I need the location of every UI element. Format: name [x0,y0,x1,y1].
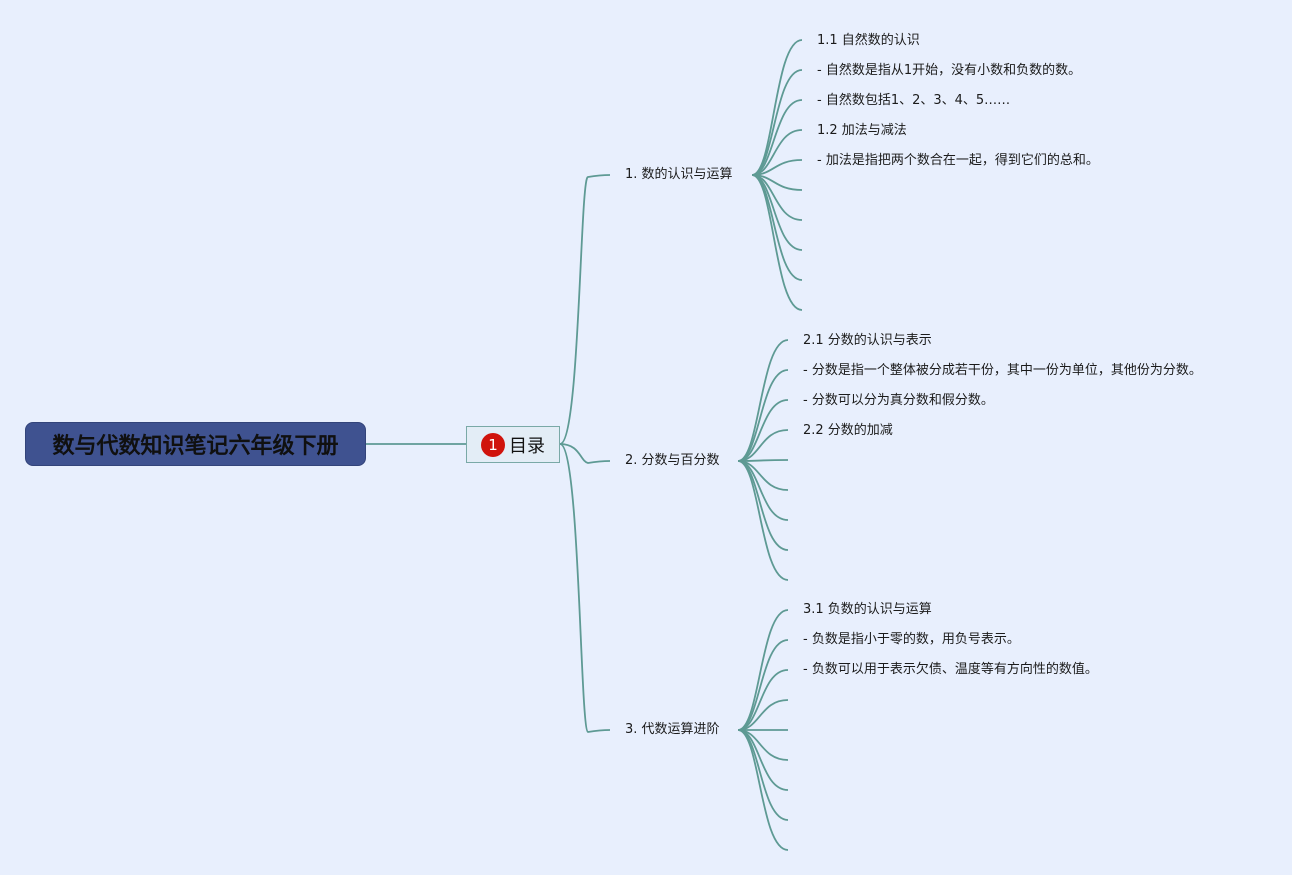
branch-2-leaf-line [737,399,789,462]
branch-3-label[interactable]: 3. 代数运算进阶 [625,722,720,737]
branch-1-leaf-line [751,69,803,176]
branch-1-leaf-line [751,99,803,176]
leaf-1-4[interactable]: 1.2 加法与减法 [817,123,907,138]
toc-to-branch-3-line [559,443,611,733]
branch-2-leaf-line [737,460,789,581]
branch-3-leaf-line [737,639,789,731]
leaf-2-1[interactable]: 2.1 分数的认识与表示 [803,333,932,348]
branch-3-leaf-line [737,669,789,731]
branch-1-label[interactable]: 1. 数的认识与运算 [625,167,733,182]
leaf-1-5[interactable]: - 加法是指把两个数合在一起，得到它们的总和。 [817,153,1099,168]
toc-to-branch-1-line [559,174,611,445]
branch-3-leaf-line [737,729,789,851]
branch-1-leaf-line [751,174,803,281]
leaf-3-1[interactable]: 3.1 负数的认识与运算 [803,602,932,617]
branch-3-leaf-line [737,609,789,731]
root-topic[interactable]: 数与代数知识笔记六年级下册 [25,422,366,466]
leaf-2-4[interactable]: 2.2 分数的加减 [803,423,893,438]
toc-node[interactable]: 1 目录 [466,426,560,463]
toc-to-branch-2-line [559,443,611,464]
branch-2-leaf-line [737,460,789,551]
leaf-3-2[interactable]: - 负数是指小于零的数，用负号表示。 [803,632,1020,647]
branch-2-label[interactable]: 2. 分数与百分数 [625,453,720,468]
number-one-marker-icon: 1 [481,432,505,457]
branch-2-leaf-line [737,339,789,462]
toc-label: 目录 [509,435,545,457]
branch-2-leaf-line [737,459,789,462]
branch-1-leaf-line [751,39,803,176]
branch-3-leaf-line [737,729,789,821]
leaf-3-3[interactable]: - 负数可以用于表示欠债、温度等有方向性的数值。 [803,662,1098,677]
leaf-1-1[interactable]: 1.1 自然数的认识 [817,33,920,48]
leaf-1-3[interactable]: - 自然数包括1、2、3、4、5…… [817,93,1011,108]
leaf-2-3[interactable]: - 分数可以分为真分数和假分数。 [803,393,994,408]
branch-2-leaf-line [737,369,789,462]
leaf-2-2[interactable]: - 分数是指一个整体被分成若干份，其中一份为单位，其他份为分数。 [803,363,1202,378]
leaf-1-2[interactable]: - 自然数是指从1开始，没有小数和负数的数。 [817,63,1082,78]
root-title: 数与代数知识笔记六年级下册 [52,434,339,459]
branch-1-leaf-line [751,174,803,311]
